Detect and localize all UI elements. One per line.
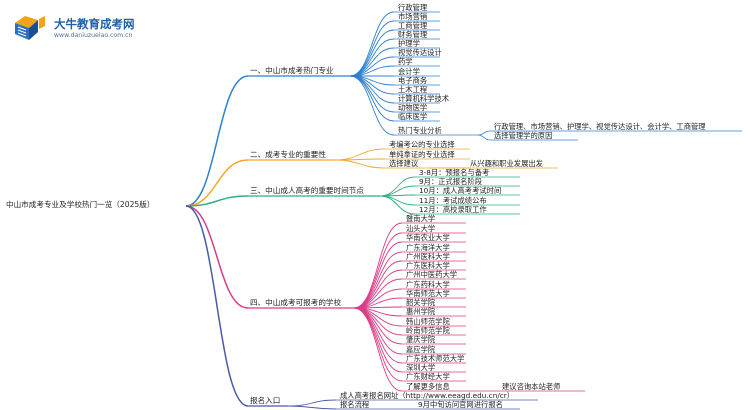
item-connector <box>334 148 386 161</box>
school-item: 广东医科大学 <box>406 261 450 270</box>
major-item: 护理学 <box>398 39 420 48</box>
item-connector <box>477 134 491 141</box>
major-item: 视觉传达设计 <box>398 48 442 57</box>
item-connector <box>353 307 403 373</box>
root-topic: 中山市成考专业及学校热门一览（2025版） <box>6 200 155 209</box>
school-item: 广东财经大学 <box>406 372 450 381</box>
branch-hot-majors: 一、中山市成考热门专业 <box>250 66 334 75</box>
major-item: 临床医学 <box>398 112 428 121</box>
branch-importance: 二、成考专业的重要性 <box>250 150 326 159</box>
item-connector <box>349 29 395 77</box>
item-connector <box>353 307 403 345</box>
school-item: 惠州学院 <box>406 307 436 316</box>
item-connector <box>349 75 395 122</box>
major-item: 会计学 <box>398 67 420 76</box>
consult-teacher: 建议咨询本站老师 <box>502 382 561 391</box>
school-item: 岭南师范学院 <box>406 326 450 335</box>
registration-url[interactable]: 成人高考报名网址（http://www.eeagd.edu.cn/cr） <box>340 391 515 400</box>
item-connector <box>349 75 395 136</box>
item-connector <box>287 399 337 407</box>
item-connector <box>287 405 337 410</box>
major-item: 电子商务 <box>398 76 428 85</box>
school-item: 韶关学院 <box>406 298 436 307</box>
branch-connector <box>185 159 249 207</box>
branch-connector <box>185 205 249 407</box>
brand-url: www.daniuzuelao.com.cn <box>54 32 133 39</box>
school-item: 广东技术师范大学 <box>406 354 465 363</box>
brand-name: 大牛教育成考网 <box>54 17 135 31</box>
timeline-item: 11月：考试成绩公布 <box>419 196 487 205</box>
item-connector <box>477 130 491 136</box>
item-connector <box>379 195 416 206</box>
importance-item: 考编考公的专业选择 <box>389 140 455 149</box>
hot-major-analysis: 热门专业分析 <box>398 126 442 135</box>
school-item: 深圳大学 <box>406 363 436 372</box>
school-item: 了解更多信息 <box>406 382 450 391</box>
item-connector <box>353 232 403 309</box>
item-connector <box>379 185 416 197</box>
major-item: 计算机科学技术 <box>398 94 450 103</box>
advice-text: 从兴趣和职业发展出发 <box>470 159 543 168</box>
school-item: 华南农业大学 <box>406 233 450 242</box>
major-item: 财务管理 <box>398 30 428 39</box>
branch-connector <box>185 75 249 207</box>
major-item: 工商管理 <box>398 21 428 30</box>
branch-connector <box>185 195 249 207</box>
school-item: 广东海洋大学 <box>406 243 450 252</box>
school-item: 广东药科大学 <box>406 280 450 289</box>
major-item: 市场营销 <box>398 12 428 21</box>
school-item: 广州医科大学 <box>406 252 450 261</box>
item-connector <box>334 159 386 169</box>
registration-process: 报名流程 <box>340 400 370 409</box>
item-connector <box>353 307 403 392</box>
major-item: 行政管理 <box>398 3 428 12</box>
school-item: 暨南大学 <box>406 214 436 223</box>
item-connector <box>349 20 395 77</box>
branch-timeline: 三、中山成人高考的重要时间节点 <box>250 186 364 195</box>
item-connector <box>379 195 416 215</box>
major-item: 药学 <box>398 57 413 66</box>
item-connector <box>353 278 403 309</box>
item-connector <box>353 260 403 309</box>
school-item: 华南师范大学 <box>406 289 450 298</box>
timeline-item: 10月：成人高考考试时间 <box>419 186 502 195</box>
major-item: 土木工程 <box>398 85 428 94</box>
item-connector <box>353 307 403 355</box>
item-connector <box>353 307 403 364</box>
school-item: 韩山师范学院 <box>406 317 450 326</box>
logo-book-icon <box>15 16 45 40</box>
timeline-item: 9月：正式报名阶段 <box>419 177 483 186</box>
school-item: 广州中医药大学 <box>406 270 458 279</box>
branch-schools: 四、中山成考可报考的学校 <box>250 298 342 307</box>
branch-registration: 报名入口 <box>250 396 281 405</box>
registration-process-detail: 9月中旬访问官网进行报名 <box>418 400 503 409</box>
importance-item: 选择建议 <box>389 159 419 168</box>
analysis-item: 选择管理学的原因 <box>494 131 553 140</box>
major-item: 动物医学 <box>398 103 428 112</box>
school-item: 肇庆学院 <box>406 335 436 344</box>
timeline-item: 12月：高校录取工作 <box>419 205 487 214</box>
analysis-item: 行政管理、市场营销、护理学、视觉传达设计、会计学、工商管理 <box>494 122 706 131</box>
branch-connector <box>185 205 249 309</box>
item-connector <box>353 222 403 309</box>
school-item: 汕头大学 <box>406 224 436 233</box>
importance-item: 单纯拿证的专业选择 <box>389 150 455 159</box>
school-item: 嘉应学院 <box>406 345 436 354</box>
timeline-item: 3-8月：预报名与备考 <box>419 168 490 177</box>
